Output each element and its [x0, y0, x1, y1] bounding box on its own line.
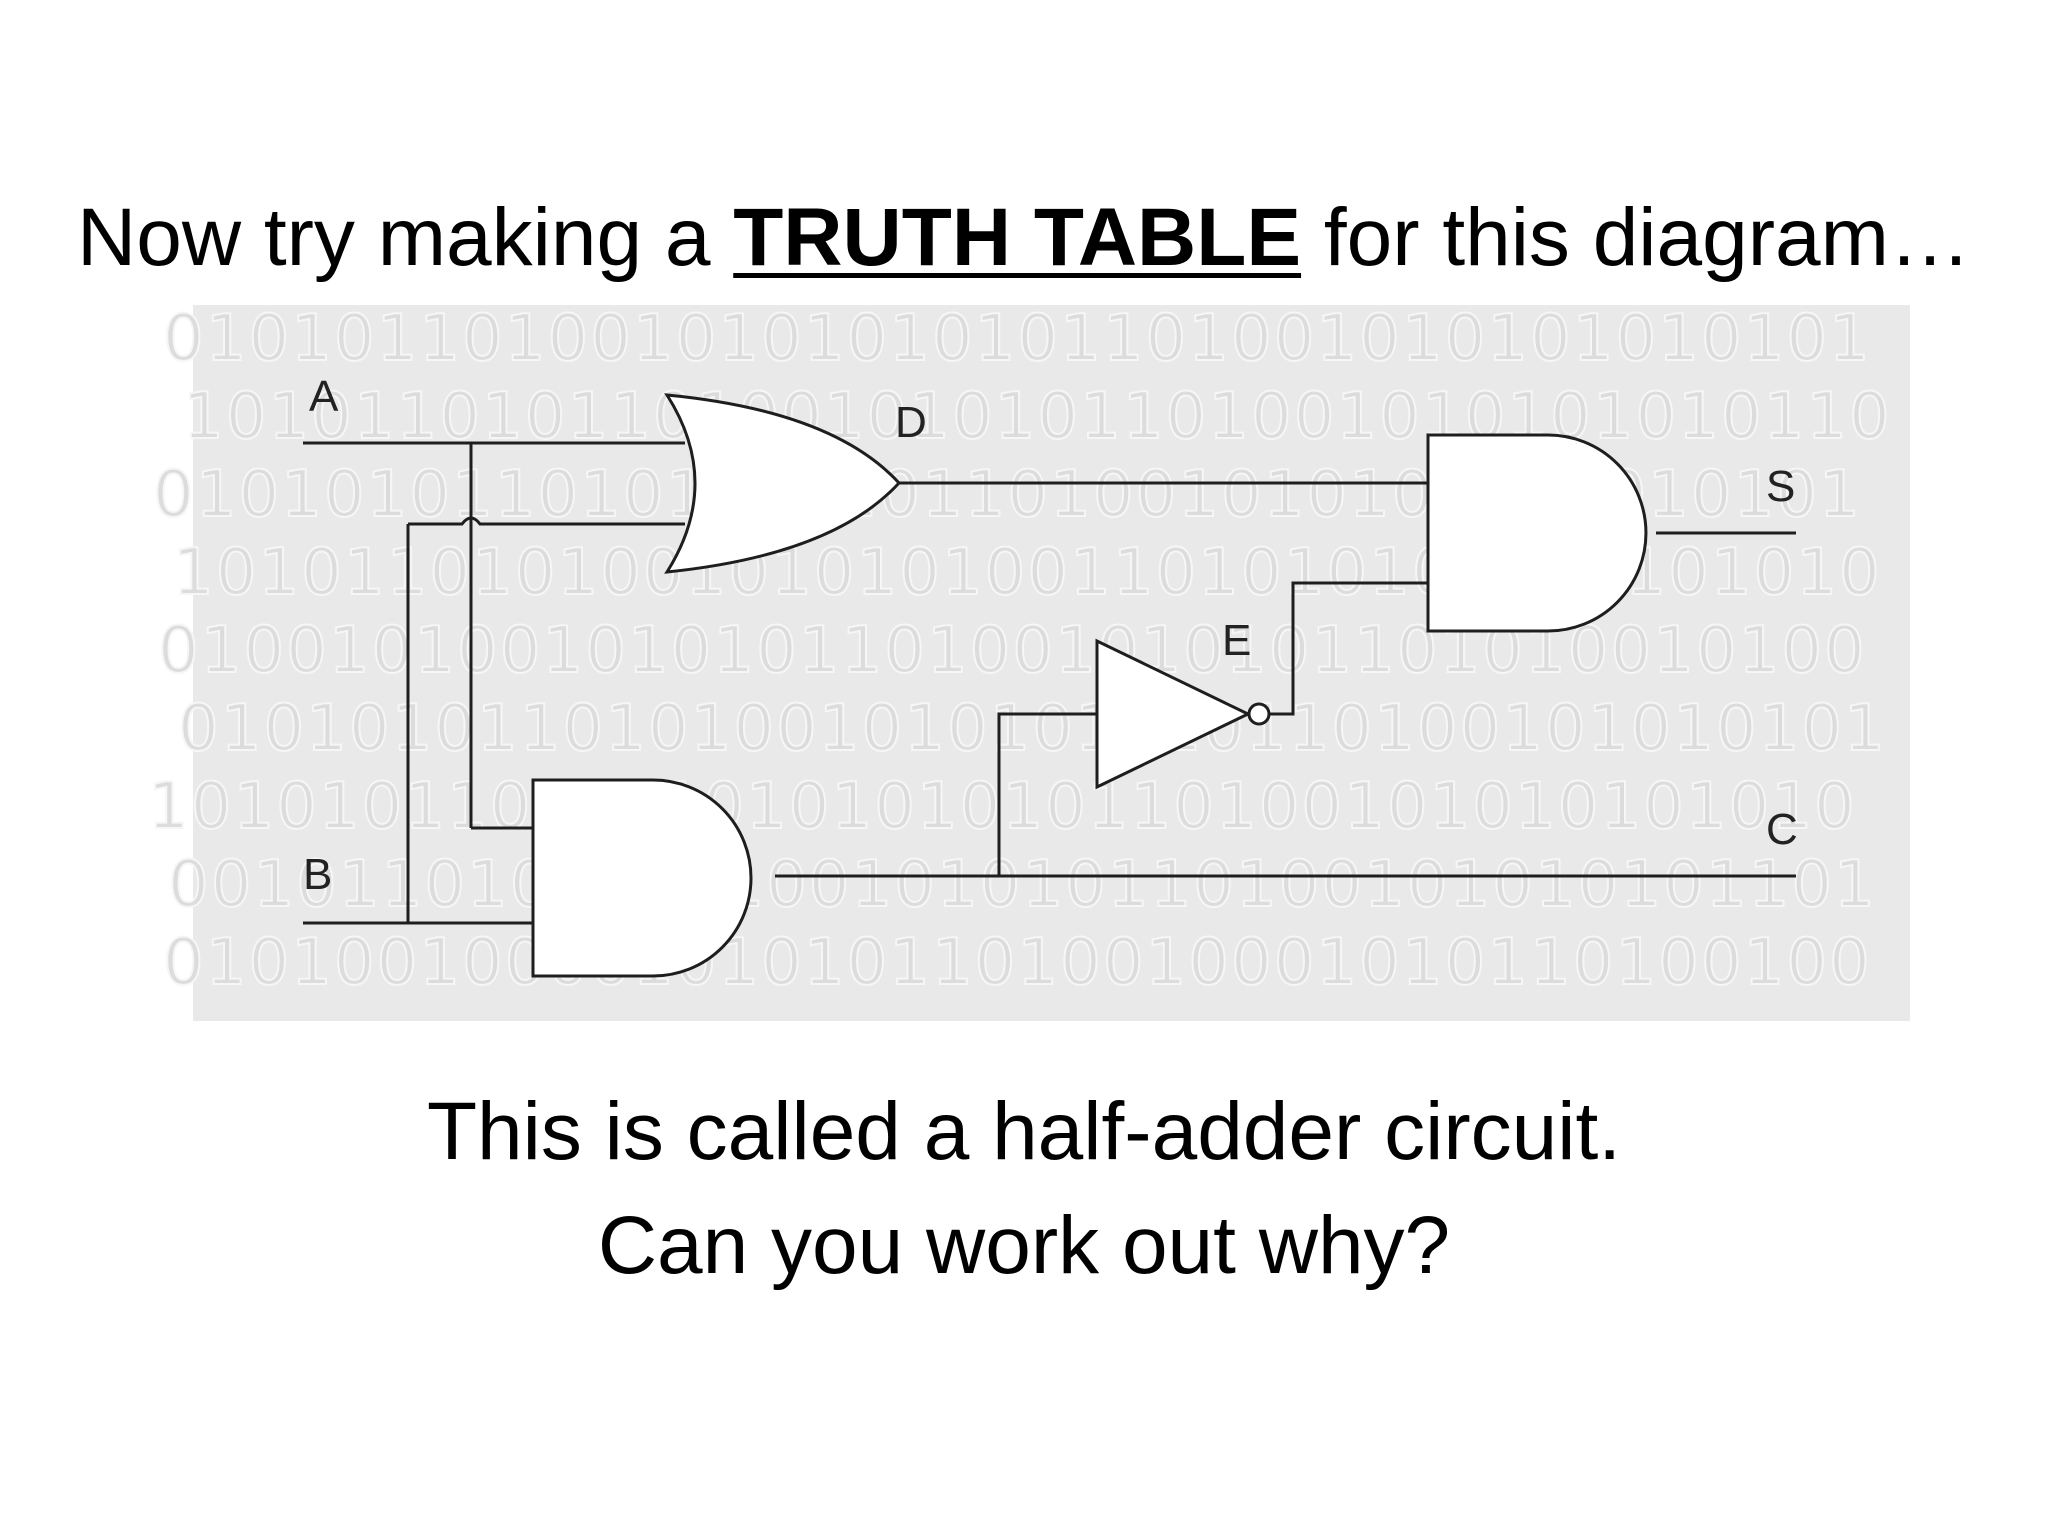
circuit-svg: 0101011010010101010101101001010101010101… — [147, 301, 1891, 1001]
wire-c-to-not — [997, 712, 1097, 876]
wire-e — [1270, 581, 1428, 716]
label-b: B — [303, 850, 332, 899]
background-binary-row: 0101011010010101010101101001010101010101 — [163, 302, 1872, 376]
slide-title: Now try making a TRUTH TABLE for this di… — [0, 188, 2048, 288]
not-gate — [1095, 638, 1252, 790]
background-binary-row: 0101010110101001010101010110100101010101 — [178, 692, 1887, 766]
background-binary-row: 0101001000010101011010010001010110100100 — [163, 926, 1872, 1000]
label-d: D — [895, 398, 927, 447]
or-gate — [664, 393, 902, 574]
title-text-after: for this diagram… — [1301, 192, 1971, 283]
gates — [531, 393, 1648, 978]
and-gate-lower — [531, 778, 753, 978]
background-binary-row: 0010110101010100101010110100101010101101 — [168, 848, 1877, 922]
wires — [303, 441, 1796, 925]
not-gate-bubble — [1247, 702, 1271, 726]
label-c: C — [1766, 805, 1798, 854]
label-e: E — [1222, 616, 1251, 665]
and-gate-upper — [1426, 433, 1648, 633]
title-emphasis: TRUTH TABLE — [733, 192, 1302, 283]
caption-line-1: This is called a half-adder circuit. — [426, 1086, 1622, 1177]
wire-b-to-or — [408, 516, 685, 526]
half-adder-diagram: 0101011010010101010101101001010101010101… — [147, 301, 1910, 1021]
label-a: A — [309, 372, 339, 421]
background-binary-row: 0100101001010101101001010101101010010100 — [158, 614, 1867, 688]
background-binary-row: 1010101100101010101010110100101010101010 — [148, 770, 1857, 844]
caption-line-2: Can you work out why? — [597, 1200, 1451, 1291]
label-s: S — [1766, 462, 1795, 511]
signal-labels: A B D E S C — [303, 372, 1798, 899]
title-text-before: Now try making a — [77, 192, 734, 283]
binary-background: 0101011010010101010101101001010101010101… — [147, 301, 1891, 1001]
